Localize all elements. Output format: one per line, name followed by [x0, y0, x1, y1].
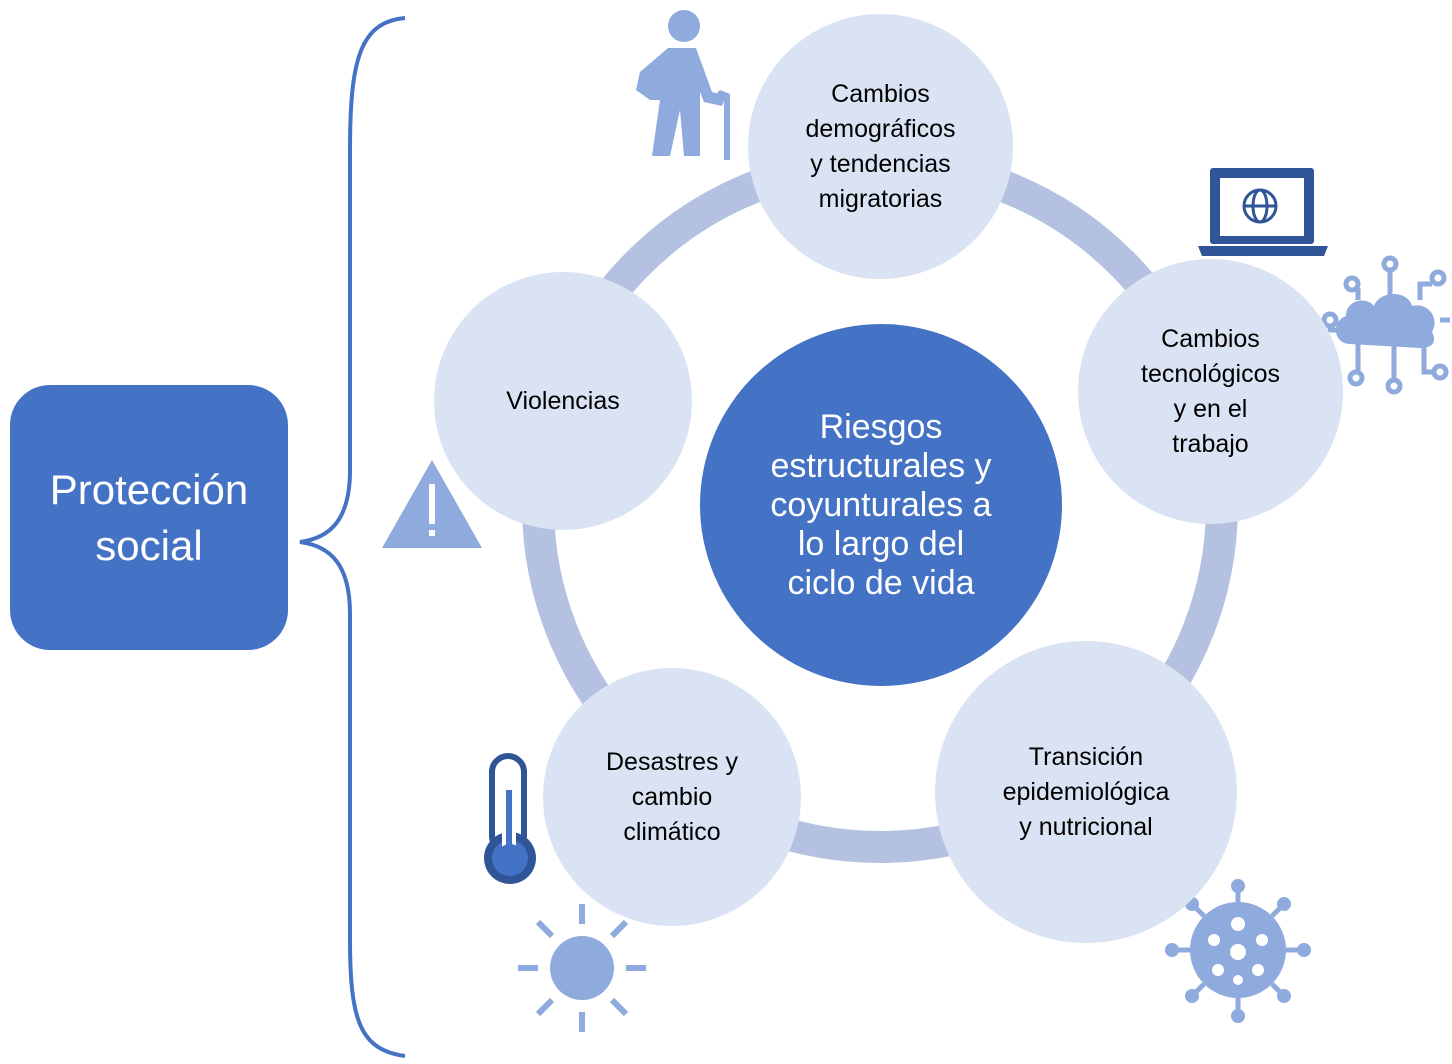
laptop-globe-icon: [1198, 168, 1328, 256]
sun-icon: [518, 904, 646, 1032]
node-technological-changes: Cambios tecnológicos y en el trabajo: [1078, 259, 1343, 524]
node-violence: Violencias: [434, 272, 692, 530]
cloud-shape: [1335, 294, 1435, 348]
social-protection-label: Protección social: [49, 465, 249, 569]
node-technological-changes-label: Cambios tecnológicos y en el trabajo: [1141, 324, 1280, 458]
center-risks-circle: Riesgos estructurales y coyunturales a l…: [700, 324, 1062, 686]
warning-icon: [382, 460, 482, 548]
node-demographic-changes-label: Cambios demográficos y tendencias migrat…: [805, 79, 956, 213]
thermometer-icon: [484, 753, 536, 884]
node-violence-label: Violencias: [506, 386, 620, 415]
virus-spots: [1208, 917, 1268, 985]
center-risks-label: Riesgos estructurales y coyunturales a l…: [770, 407, 992, 602]
node-disasters-climate-label: Desastres y cambio climático: [606, 747, 738, 846]
node-epidemiological-transition: Transición epidemiológica y nutricional: [935, 641, 1237, 943]
node-demographic-changes: Cambios demográficos y tendencias migrat…: [748, 14, 1013, 279]
curly-brace: [299, 16, 406, 1058]
social-protection-box: Protección social: [10, 385, 288, 650]
elderly-person-icon: [636, 10, 730, 160]
node-epidemiological-transition-label: Transición epidemiológica y nutricional: [1002, 742, 1170, 841]
node-disasters-climate: Desastres y cambio climático: [543, 668, 801, 926]
